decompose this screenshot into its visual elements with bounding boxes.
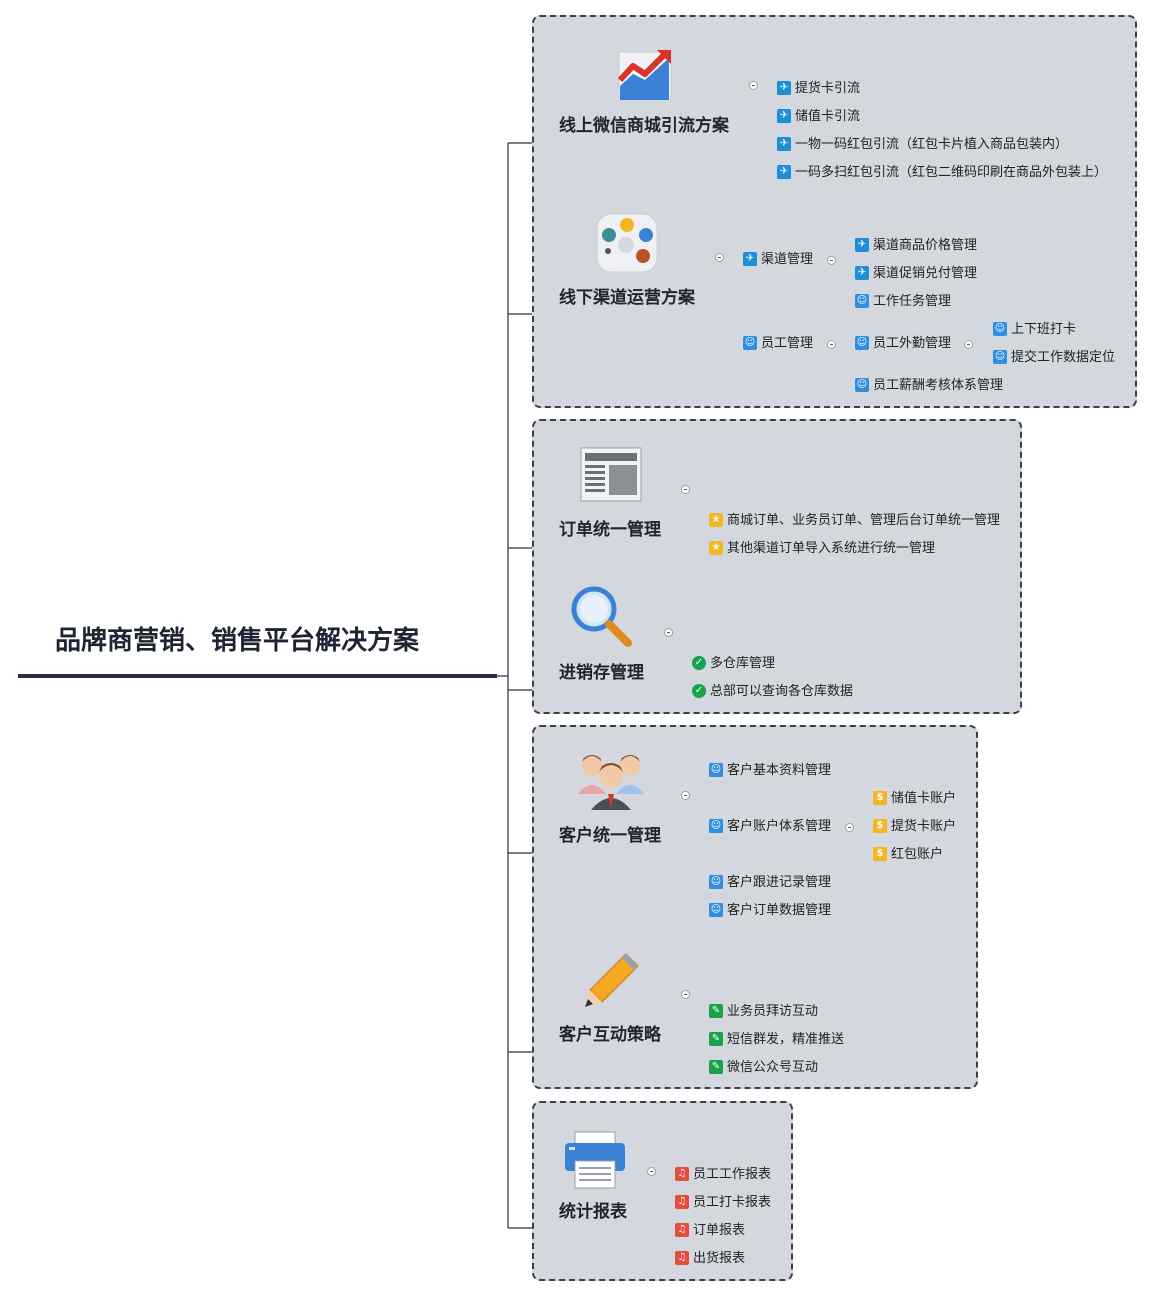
leaf-item[interactable]: ✈储值卡引流 <box>777 106 860 128</box>
leaf-item[interactable]: ✈一码多扫红包引流（红包二维码印刷在商品外包装上） <box>777 162 1107 184</box>
music-icon: ♫ <box>675 1251 689 1265</box>
magnifier-icon <box>571 586 632 647</box>
leaf-item[interactable]: ☺工作任务管理 <box>855 294 952 309</box>
collapse-toggle[interactable] <box>964 340 973 349</box>
group-node[interactable]: ✈渠道管理 <box>743 249 813 271</box>
branch-title-online[interactable]: 线上微信商城引流方案 <box>559 116 729 136</box>
check-icon: ✓ <box>692 656 706 670</box>
leaf-item[interactable]: ♫员工工作报表 <box>675 1164 771 1186</box>
newspaper-icon <box>580 447 642 502</box>
branch-title-interaction[interactable]: 客户互动策略 <box>559 1025 661 1045</box>
collapse-toggle[interactable] <box>715 253 724 262</box>
plane-icon: ✈ <box>855 266 869 280</box>
leaf-item[interactable]: ☺员工外勤管理 <box>855 336 952 351</box>
collapse-toggle[interactable] <box>681 791 690 800</box>
leaf-item[interactable]: ✎业务员拜访互动 <box>709 1001 818 1023</box>
branch-title-orders[interactable]: 订单统一管理 <box>559 520 661 540</box>
user-icon: ☺ <box>709 875 723 889</box>
user-icon: ☺ <box>709 763 723 777</box>
pen-icon: ✎ <box>709 1032 723 1046</box>
music-icon: ♫ <box>675 1195 689 1209</box>
collapse-toggle[interactable] <box>647 1167 656 1176</box>
user-icon: ☺ <box>709 819 723 833</box>
branch-title-offline[interactable]: 线下渠道运营方案 <box>559 288 695 308</box>
leaf-item[interactable]: ☺提交工作数据定位 <box>993 350 1116 365</box>
leaf-item[interactable]: ✎短信群发，精准推送 <box>709 1029 844 1051</box>
leaf-item[interactable]: ✈渠道促销兑付管理 <box>855 263 977 285</box>
leaf-item[interactable]: ☺上下班打卡 <box>993 322 1077 337</box>
plane-icon: ✈ <box>777 109 791 123</box>
plane-icon: ✈ <box>777 165 791 179</box>
leaf-item[interactable]: ✓多仓库管理 <box>692 653 775 675</box>
printer-icon <box>565 1131 625 1189</box>
medal-icon: ★ <box>709 513 723 527</box>
trend-chart-icon <box>617 50 672 101</box>
dollar-icon: $ <box>873 847 887 861</box>
medal-icon: ★ <box>709 541 723 555</box>
leaf-item[interactable]: ☺客户跟进记录管理 <box>709 875 832 890</box>
leaf-item[interactable]: ✈渠道商品价格管理 <box>855 235 977 257</box>
leaf-item[interactable]: ♫订单报表 <box>675 1220 745 1242</box>
collapse-toggle[interactable] <box>681 990 690 999</box>
pen-icon: ✎ <box>709 1004 723 1018</box>
palette-icon <box>596 213 658 273</box>
branch-title-reports[interactable]: 统计报表 <box>559 1202 627 1222</box>
music-icon: ♫ <box>675 1167 689 1181</box>
leaf-item[interactable]: ☺客户基本资料管理 <box>709 763 832 778</box>
collapse-toggle[interactable] <box>749 81 758 90</box>
collapse-toggle[interactable] <box>664 628 673 637</box>
plane-icon: ✈ <box>777 81 791 95</box>
leaf-item[interactable]: $红包账户 <box>873 844 943 866</box>
people-icon <box>578 755 644 810</box>
pen-icon: ✎ <box>709 1060 723 1074</box>
user-icon: ☺ <box>743 336 757 350</box>
group-node[interactable]: ☺员工管理 <box>743 336 814 351</box>
user-icon: ☺ <box>855 336 869 350</box>
user-icon: ☺ <box>993 350 1007 364</box>
collapse-toggle[interactable] <box>827 340 836 349</box>
leaf-item[interactable]: ♫出货报表 <box>675 1248 745 1270</box>
user-icon: ☺ <box>993 322 1007 336</box>
plane-icon: ✈ <box>855 238 869 252</box>
leaf-item[interactable]: ★商城订单、业务员订单、管理后台订单统一管理 <box>709 510 1000 532</box>
leaf-item[interactable]: ✎微信公众号互动 <box>709 1057 818 1079</box>
pencil-icon <box>585 953 639 1007</box>
leaf-item[interactable]: $储值卡账户 <box>873 788 956 810</box>
leaf-item[interactable]: ✓总部可以查询各仓库数据 <box>692 681 853 703</box>
check-icon: ✓ <box>692 684 706 698</box>
section-box-orders-inventory <box>532 419 1022 714</box>
leaf-item[interactable]: ✈提货卡引流 <box>777 78 860 100</box>
section-box-reports <box>532 1101 793 1281</box>
leaf-item[interactable]: ☺员工薪酬考核体系管理 <box>855 378 1004 393</box>
leaf-item[interactable]: ♫员工打卡报表 <box>675 1192 771 1214</box>
user-icon: ☺ <box>855 294 869 308</box>
branch-title-customers[interactable]: 客户统一管理 <box>559 826 661 846</box>
dollar-icon: $ <box>873 791 887 805</box>
plane-icon: ✈ <box>777 137 791 151</box>
user-icon: ☺ <box>709 903 723 917</box>
leaf-item[interactable]: ✈一物一码红包引流（红包卡片植入商品包装内） <box>777 134 1068 156</box>
plane-icon: ✈ <box>743 252 757 266</box>
leaf-item[interactable]: ☺客户订单数据管理 <box>709 903 832 918</box>
collapse-toggle[interactable] <box>681 485 690 494</box>
branch-title-inventory[interactable]: 进销存管理 <box>559 663 644 683</box>
leaf-item[interactable]: $提货卡账户 <box>873 816 956 838</box>
leaf-item[interactable]: ★其他渠道订单导入系统进行统一管理 <box>709 538 935 560</box>
music-icon: ♫ <box>675 1223 689 1237</box>
dollar-icon: $ <box>873 819 887 833</box>
root-title[interactable]: 品牌商营销、销售平台解决方案 <box>55 626 420 656</box>
collapse-toggle[interactable] <box>845 823 854 832</box>
leaf-item[interactable]: ☺客户账户体系管理 <box>709 819 832 834</box>
user-icon: ☺ <box>855 378 869 392</box>
collapse-toggle[interactable] <box>827 256 836 265</box>
